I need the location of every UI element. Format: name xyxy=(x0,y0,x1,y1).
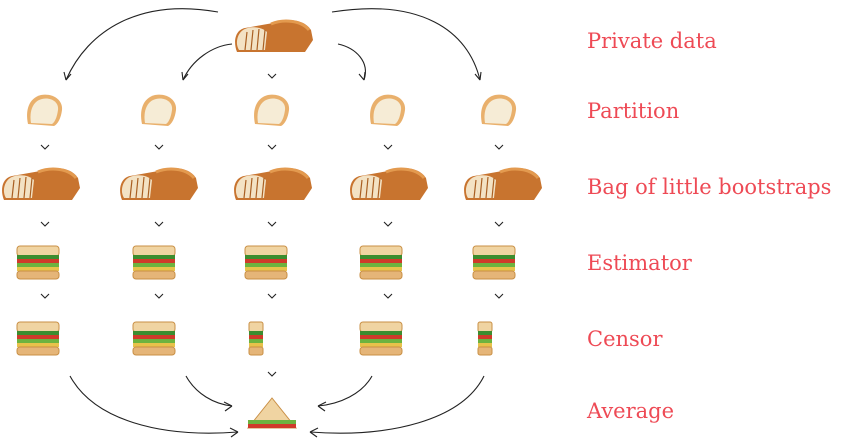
sandwich-icon xyxy=(472,245,516,280)
sliced-loaf-icon xyxy=(232,166,314,202)
stage-label-average: Average xyxy=(587,399,675,423)
sandwich-icon xyxy=(16,321,60,356)
sliced-loaf-icon xyxy=(118,166,200,202)
estimator-row xyxy=(16,245,516,280)
bread-slice-icon xyxy=(27,94,63,126)
censored-sandwich-icon xyxy=(248,321,264,356)
sandwich-icon xyxy=(244,245,288,280)
row-connectors xyxy=(40,144,504,377)
sandwich-icon xyxy=(359,245,403,280)
censor-row xyxy=(16,321,493,356)
stage-label-censor: Censor xyxy=(587,327,663,351)
bread-slice-icon xyxy=(481,94,517,126)
sandwich-icon xyxy=(132,321,176,356)
sandwich-icon xyxy=(132,245,176,280)
stage-label-estimator: Estimator xyxy=(587,251,692,275)
stage-label-private-data: Private data xyxy=(587,29,717,53)
sandwich-icon xyxy=(16,245,60,280)
partition-row xyxy=(27,94,517,126)
sliced-loaf-icon xyxy=(0,166,82,202)
stage-label-bootstrap: Bag of little bootstraps xyxy=(587,175,832,199)
bootstrap-row xyxy=(0,166,544,202)
bread-slice-icon xyxy=(141,94,177,126)
loaf-icon xyxy=(233,18,315,54)
average-arrows xyxy=(69,375,485,438)
source-arrows xyxy=(63,8,482,81)
sliced-loaf-icon xyxy=(348,166,430,202)
triangle-sandwich-icon xyxy=(247,397,297,429)
bread-slice-icon xyxy=(370,94,406,126)
censored-sandwich-icon xyxy=(477,321,493,356)
bread-slice-icon xyxy=(254,94,290,126)
sandwich-icon xyxy=(359,321,403,356)
stage-label-partition: Partition xyxy=(587,99,680,123)
sliced-loaf-icon xyxy=(462,166,544,202)
